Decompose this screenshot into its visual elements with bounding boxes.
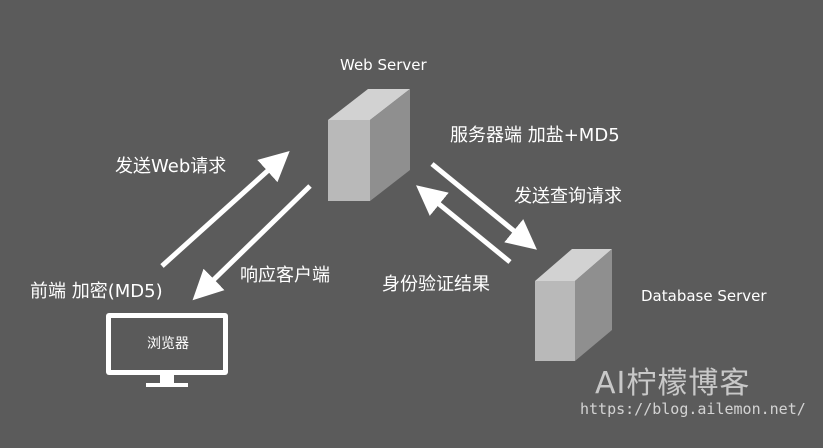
database-server-label: Database Server [641,287,767,305]
database-server-top [535,249,612,281]
edge-label-web-to-browser: 响应客户端 [240,265,330,286]
database-server-front [535,281,575,361]
web-server-top [328,89,410,120]
arrow-web-to-browser [192,184,312,301]
arrow-browser-to-web [160,150,290,268]
arrow-db-to-web [416,185,512,264]
web-server-box [328,89,410,201]
monitor-neck [160,375,174,383]
edge-label-browser-to-web: 发送Web请求 [115,156,227,177]
web-server-front [328,120,370,201]
database-server-box [535,249,612,361]
arrow-web-to-db [430,162,537,250]
edge-label-db-to-web: 身份验证结果 [382,274,490,295]
monitor-base [146,383,188,387]
backend-note: 服务器端 加盐+MD5 [450,125,620,146]
browser-monitor [106,313,228,387]
frontend-note: 前端 加密(MD5) [30,281,163,302]
monitor-screen [111,318,223,370]
database-server-side [575,249,612,361]
watermark-title: AI柠檬博客 [595,366,751,401]
watermark-url: https://blog.ailemon.net/ [580,400,806,418]
edge-label-web-to-db: 发送查询请求 [514,186,622,207]
web-server-label: Web Server [340,56,427,74]
browser-label: 浏览器 [147,336,189,352]
web-server-side [370,89,410,201]
